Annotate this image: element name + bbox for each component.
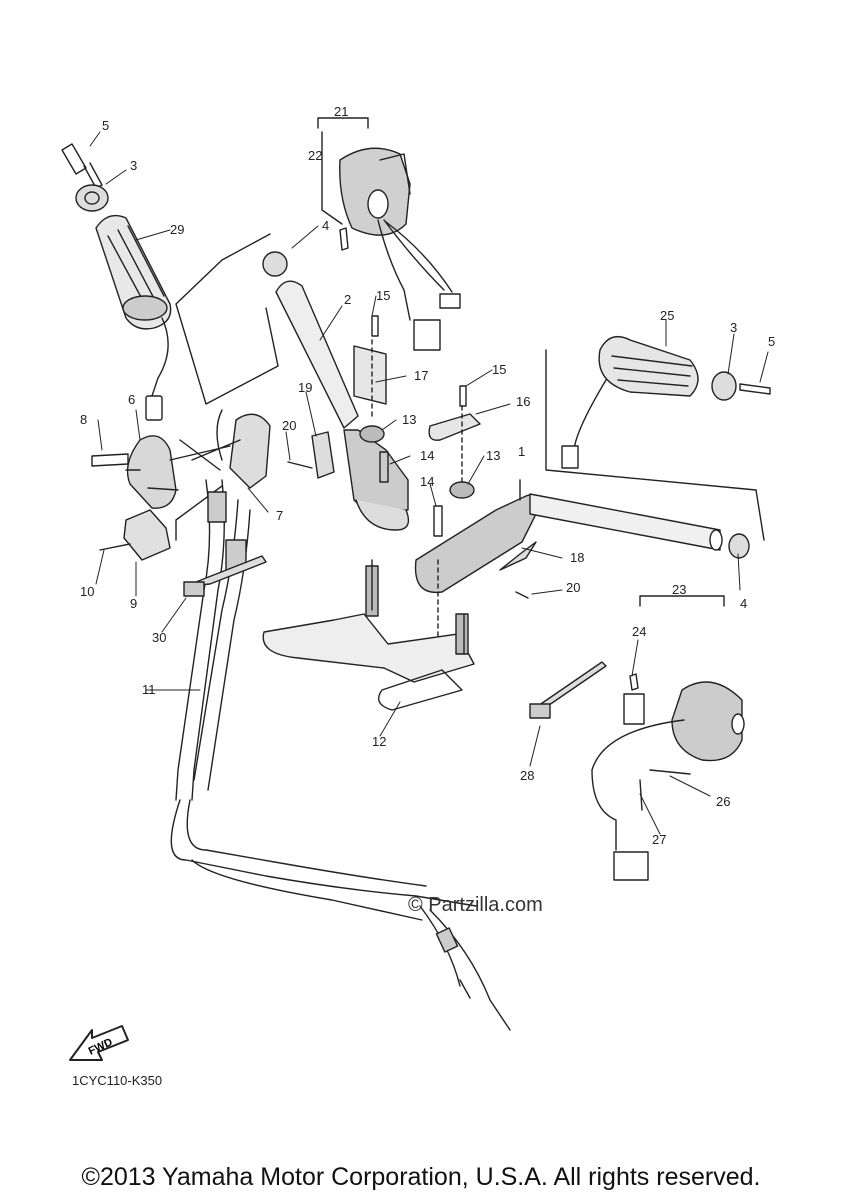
callout-6: 6 — [128, 392, 135, 407]
callout-17: 17 — [414, 368, 428, 383]
callout-1: 1 — [518, 444, 525, 459]
callout-10: 10 — [80, 584, 94, 599]
callout-15-right: 15 — [492, 362, 506, 377]
handlebar-2 — [262, 251, 410, 531]
callout-15-left: 15 — [376, 288, 390, 303]
callout-14-left: 14 — [420, 448, 434, 463]
callout-23: 23 — [672, 582, 686, 597]
callout-11: 11 — [142, 682, 156, 697]
callout-30: 30 — [152, 630, 166, 645]
callout-5-left: 5 — [102, 118, 109, 133]
callout-21: 21 — [334, 104, 348, 119]
callout-20-right: 20 — [566, 580, 580, 595]
callout-29: 29 — [170, 222, 184, 237]
left-switch-23-assembly — [591, 595, 745, 881]
right-switch-21-assembly — [317, 117, 461, 351]
callout-9: 9 — [130, 596, 137, 611]
callout-7: 7 — [276, 508, 283, 523]
plate-17-drawing — [353, 345, 387, 405]
handlebar-1 — [414, 479, 750, 594]
callout-25: 25 — [660, 308, 674, 323]
callout-22: 22 — [308, 148, 322, 163]
screw-10-drawing — [99, 543, 131, 551]
lever-holder-6-drawing — [126, 435, 177, 509]
screw-22-drawing — [339, 227, 349, 251]
mounting-hardware — [287, 315, 529, 641]
fwd-arrow — [69, 1025, 129, 1061]
callout-8: 8 — [80, 412, 87, 427]
callout-14-right: 14 — [420, 474, 434, 489]
callout-5-right: 5 — [768, 334, 775, 349]
callout-3-right: 3 — [730, 320, 737, 335]
bracket-12 — [262, 559, 475, 711]
copyright-notice: ©2013 Yamaha Motor Corporation, U.S.A. A… — [81, 1163, 761, 1191]
callout-26: 26 — [716, 794, 730, 809]
callout-20-left: 20 — [282, 418, 296, 433]
callout-4-right: 4 — [740, 596, 747, 611]
screw-24-drawing — [629, 673, 639, 691]
cable-tie-30-drawing — [185, 555, 267, 587]
callout-2: 2 — [344, 292, 351, 307]
grip-end-3-left-drawing — [75, 184, 109, 212]
right-grip-25-assembly — [545, 336, 771, 541]
callout-18: 18 — [570, 550, 584, 565]
callout-28: 28 — [520, 768, 534, 783]
left-grip-assembly — [61, 143, 172, 421]
callout-3-left: 3 — [130, 158, 137, 173]
bolt-5-left-drawing — [61, 143, 103, 189]
plate-16-drawing — [428, 413, 481, 441]
clutch-bracket-assembly — [91, 409, 271, 561]
callout-19: 19 — [298, 380, 312, 395]
watermark: © Partzilla.com — [408, 894, 543, 916]
leader-lines — [89, 131, 769, 835]
bolt-8-drawing — [91, 453, 129, 467]
callout-12: 12 — [372, 734, 386, 749]
callout-13-right: 13 — [486, 448, 500, 463]
callout-13-left: 13 — [402, 412, 416, 427]
bracket-19-drawing — [311, 431, 335, 479]
bar-end-4-right-drawing — [728, 533, 750, 559]
callout-16: 16 — [516, 394, 530, 409]
clamp-7-drawing — [229, 413, 271, 489]
diagram-code: 1CYC110-K350 — [72, 1073, 163, 1088]
switch-9-drawing — [123, 509, 171, 561]
callout-27: 27 — [652, 832, 666, 847]
callout-4-top: 4 — [322, 218, 329, 233]
callout-24: 24 — [632, 624, 646, 639]
bar-end-4-drawing — [262, 251, 288, 277]
throttle-cables — [170, 479, 511, 1031]
